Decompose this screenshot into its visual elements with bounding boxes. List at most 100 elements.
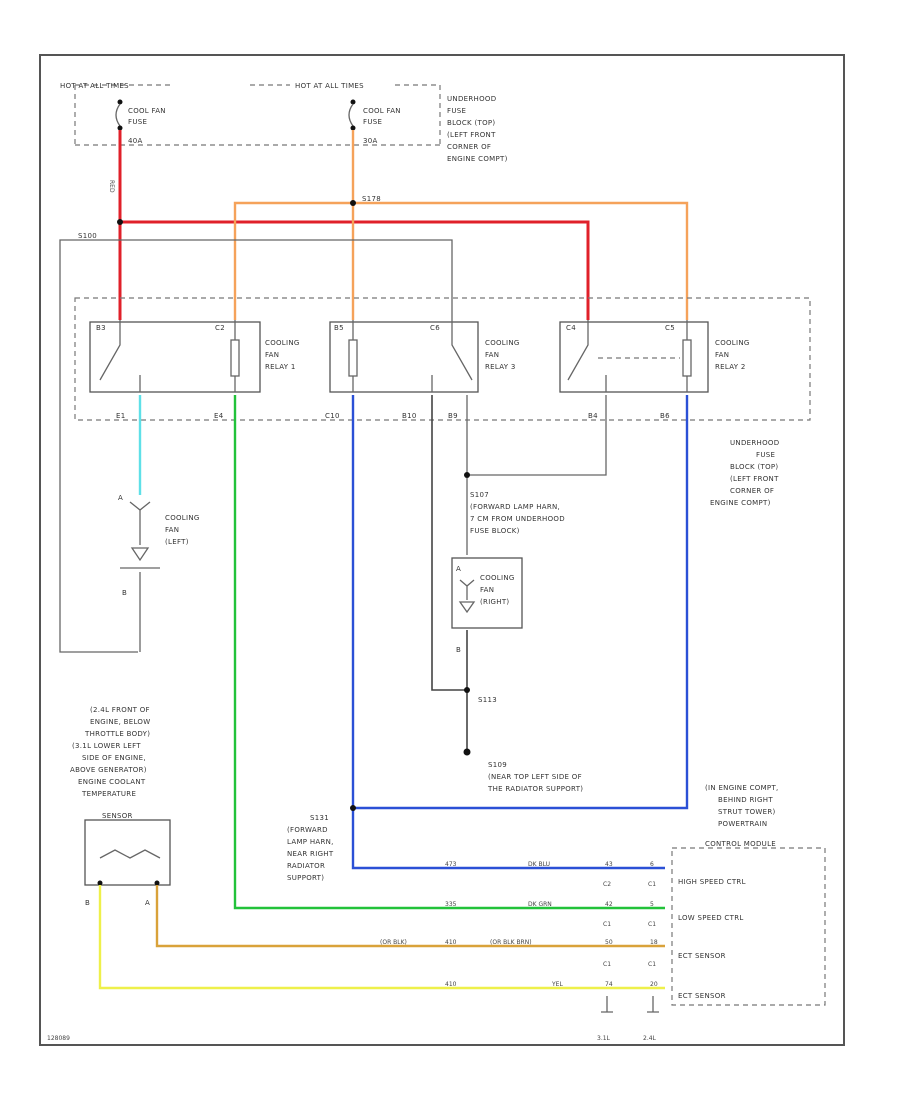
- s131-line-6: SUPPORT): [287, 874, 324, 882]
- wire-label-dkblu: DK BLU: [528, 861, 550, 868]
- fuse-block-top-line-3: BLOCK (TOP): [447, 119, 495, 127]
- orange-wire: S178: [233, 130, 689, 320]
- bottom-pin-r3-c: B9: [448, 412, 458, 420]
- sensor-note-line-4: (3.1L LOWER LEFT: [72, 742, 141, 750]
- relay-2-internals: C4 C5 COOLING FAN RELAY 2: [566, 320, 750, 392]
- sensor-pin-a-node: [154, 880, 160, 886]
- pcm-row2-c1: C1: [603, 921, 611, 928]
- s131-line-3: LAMP HARN,: [287, 838, 334, 846]
- fuse-center-rating: 30A: [363, 137, 378, 145]
- pcm-row4-p2: 20: [650, 981, 658, 988]
- pcm-row1-c1: C2: [603, 881, 611, 888]
- pcm-note: (IN ENGINE COMPT, BEHIND RIGHT STRUT TOW…: [705, 784, 779, 848]
- yellow-wire: [98, 885, 665, 990]
- wire-label-dkgrn: DK GRN: [528, 901, 552, 908]
- s107-line-4: FUSE BLOCK): [470, 527, 520, 535]
- dark-wire-s113: [431, 395, 467, 691]
- grey-ground-loop: [59, 239, 138, 653]
- fuse-block-top-line-1: UNDERHOOD: [447, 95, 496, 103]
- relay-1-pin-b: C2: [215, 324, 225, 332]
- wire-label-410-b: 410: [445, 981, 457, 988]
- fan-left-label-3: (LEFT): [165, 538, 189, 546]
- s107-line-2: (FORWARD LAMP HARN,: [470, 503, 560, 511]
- s109-line-3: THE RADIATOR SUPPORT): [487, 785, 583, 793]
- relay-2-box: [559, 321, 709, 393]
- thermistor-symbol: [99, 849, 161, 859]
- bottom-ref-2: 2.4L: [643, 1035, 657, 1042]
- sensor-note-line-6: ABOVE GENERATOR): [70, 766, 147, 774]
- pcm-row1-p1: 43: [605, 861, 613, 868]
- pcm-note-line-4: POWERTRAIN: [718, 820, 767, 828]
- fuse-block-right-line-2: FUSE: [756, 451, 775, 459]
- s109-note: S109 (NEAR TOP LEFT SIDE OF THE RADIATOR…: [487, 761, 583, 793]
- hot-at-all-times-box: HOT AT ALL TIMES HOT AT ALL TIMES: [60, 82, 441, 146]
- fan-left-motor-symbol: [130, 547, 150, 562]
- grey-feed-relay3: [120, 239, 453, 320]
- fan-right-motor-symbol: [458, 601, 476, 614]
- pcm-row2-p2: 5: [650, 901, 654, 908]
- cooling-fan-left: A COOLING FAN (LEFT) B: [118, 494, 199, 652]
- fuse-block-right-line-1: UNDERHOOD: [730, 439, 779, 447]
- pcm-pin-row-3: 50 18 C1 C1 ECT SENSOR: [603, 939, 726, 968]
- relay-1-pin-a: B3: [96, 324, 106, 332]
- relay-2-label-1: COOLING: [715, 339, 750, 347]
- splice-s178-label: S178: [362, 195, 381, 203]
- s107-line-3: 7 CM FROM UNDERHOOD: [470, 515, 565, 523]
- sensor-pin-b: B: [85, 899, 90, 907]
- fuse-center: COOL FAN FUSE 30A: [348, 99, 401, 145]
- bottom-pin-r1-a: E1: [116, 412, 125, 420]
- pcm-note-line-2: BEHIND RIGHT: [718, 796, 773, 804]
- cooling-fan-right: A COOLING FAN (RIGHT) B: [451, 478, 523, 756]
- bottom-pin-r1-b: E4: [214, 412, 224, 420]
- relay-3-pin-a: B5: [334, 324, 344, 332]
- sensor-note-line-2: ENGINE, BELOW: [90, 718, 150, 726]
- fuse-left: COOL FAN FUSE 40A: [115, 99, 166, 145]
- fuse-block-right-line-4: (LEFT FRONT: [730, 475, 779, 483]
- wire-labels: 473 DK BLU 335 DK GRN (OR BLK) 410 (OR B…: [380, 861, 563, 988]
- pcm-pin-row-2: 42 5 C1 C1 LOW SPEED CTRL: [603, 901, 743, 928]
- wire-label-473: 473: [445, 861, 457, 868]
- fuse-center-terminal-bottom: [350, 125, 356, 131]
- relay-3-pin-b: C6: [430, 324, 440, 332]
- fuse-block-right-note: UNDERHOOD FUSE BLOCK (TOP) (LEFT FRONT C…: [710, 439, 779, 507]
- fan-right-box: [451, 557, 523, 629]
- pcm-row3-label: ECT SENSOR: [678, 952, 726, 960]
- relay-block-bottom-pins: E1 E4 C10 B10 B9 B4 B6: [116, 412, 670, 420]
- relay-3-internals: B5 C6 COOLING FAN RELAY 3: [334, 320, 519, 392]
- fuse-center-label-2: FUSE: [363, 118, 382, 126]
- sensor-pin-a: A: [145, 899, 150, 907]
- wire-label-orblk: (OR BLK): [380, 939, 407, 946]
- pcm-row4-label: ECT SENSOR: [678, 992, 726, 1000]
- fan-left-label-2: FAN: [165, 526, 179, 534]
- s131-line-1: S131: [310, 814, 329, 822]
- sensor-note-line-3: THROTTLE BODY): [84, 730, 150, 738]
- fan-right-label-1: COOLING: [480, 574, 515, 582]
- pcm-pin-row-1: 43 6 C2 C1 HIGH SPEED CTRL: [603, 861, 745, 888]
- fuse-block-right-line-5: CORNER OF: [730, 487, 774, 495]
- pcm-pin-row-4: 74 20 ECT SENSOR: [605, 981, 726, 1000]
- pcm-row3-p1: 50: [605, 939, 613, 946]
- s131-note: S131 (FORWARD LAMP HARN, NEAR RIGHT RADI…: [287, 814, 334, 882]
- fuse-left-symbol: [115, 103, 121, 127]
- splice-s107-node: [464, 472, 470, 478]
- pcm-row2-p1: 42: [605, 901, 613, 908]
- bottom-ref-1: 3.1L: [597, 1035, 611, 1042]
- fuse-block-top-line-5: CORNER OF: [447, 143, 491, 151]
- s107-line-1: S107: [470, 491, 489, 499]
- pcm-row4-p1: 74: [605, 981, 613, 988]
- splice-s131-node: [350, 805, 356, 811]
- fuse-block-top-line-4: (LEFT FRONT: [447, 131, 496, 139]
- relay-3-label-3: RELAY 3: [485, 363, 516, 371]
- s131-line-4: NEAR RIGHT: [287, 850, 334, 858]
- bottom-pin-r3-b: B10: [402, 412, 417, 420]
- sensor-note-line-8: TEMPERATURE: [81, 790, 136, 798]
- fan-right-label-3: (RIGHT): [480, 598, 509, 606]
- relay-1-box: [89, 321, 261, 393]
- ect-sensor: SENSOR B A: [84, 812, 171, 907]
- splice-s113-label: S113: [478, 696, 497, 704]
- wire-label-orblkbrn: (OR BLK BRN): [490, 939, 532, 946]
- fuse-block-top-note: UNDERHOOD FUSE BLOCK (TOP) (LEFT FRONT C…: [447, 95, 507, 163]
- pcm-note-line-1: (IN ENGINE COMPT,: [705, 784, 779, 792]
- fuse-left-rating: 40A: [128, 137, 143, 145]
- ground-s109-node: [463, 748, 471, 756]
